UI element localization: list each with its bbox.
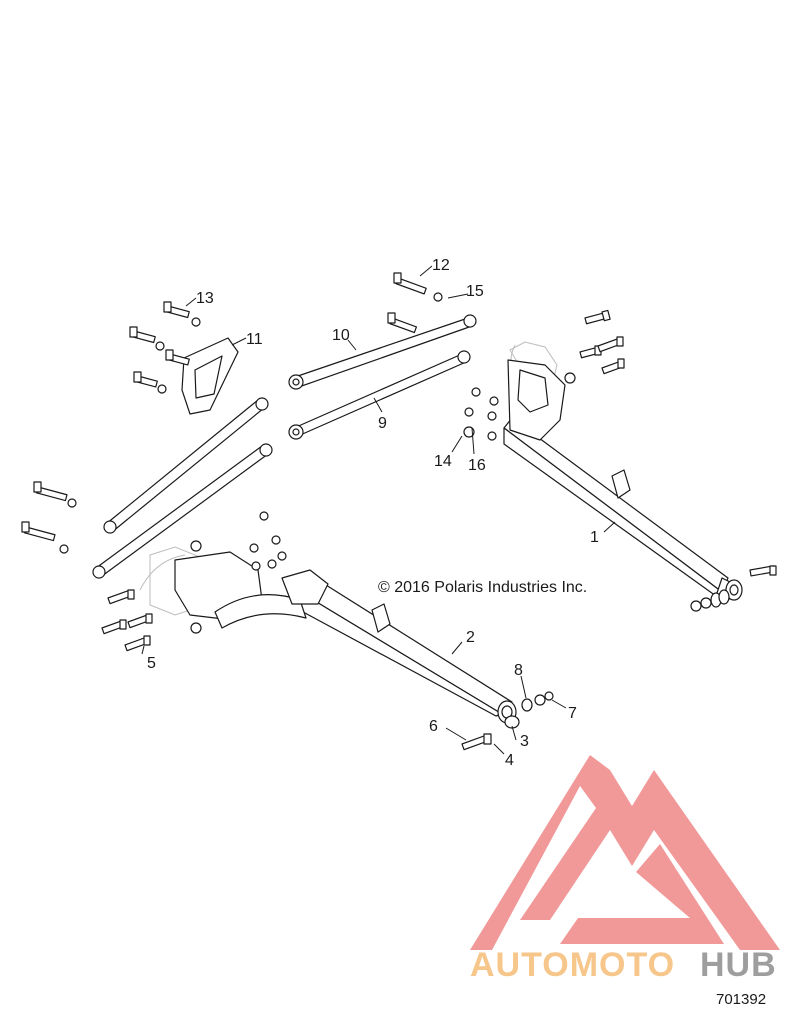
callout-11: 11 [246, 331, 263, 348]
callout-2: 2 [466, 629, 475, 646]
trailing-arm-left [139, 546, 517, 724]
callout-13: 13 [196, 290, 214, 307]
callout-4: 4 [505, 752, 514, 769]
callout-labels: 1 2 3 4 5 6 7 8 9 10 11 12 13 14 15 16 [147, 257, 599, 769]
callout-16: 16 [468, 457, 486, 474]
watermark-text-automoto: AUTOMOTO [470, 946, 675, 984]
radius-rod-upper-left [103, 397, 269, 534]
callout-3: 3 [520, 733, 529, 750]
callout-15: 15 [466, 283, 484, 300]
callout-5: 5 [147, 655, 156, 672]
callout-10: 10 [332, 327, 350, 344]
callout-14: 14 [434, 453, 452, 470]
callout-7: 7 [568, 705, 577, 722]
mounting-bracket [181, 337, 239, 415]
figure-number: 701392 [716, 991, 766, 1008]
callout-12: 12 [432, 257, 450, 274]
callout-8: 8 [514, 662, 523, 679]
callout-9: 9 [378, 415, 387, 432]
radius-rod-lower-left [92, 443, 273, 579]
callout-6: 6 [429, 718, 438, 735]
copyright-notice: © 2016 Polaris Industries Inc. [378, 579, 587, 596]
trailing-arm-right [503, 341, 743, 601]
watermark-text-hub: HUB [700, 946, 777, 984]
hardware-arm-1 [463, 309, 777, 612]
leader-lines [141, 265, 616, 755]
radius-rod-10 [288, 314, 477, 390]
radius-rod-9 [288, 350, 471, 440]
bracket-hardware [21, 272, 443, 554]
hardware-arm-2 [101, 511, 554, 751]
callout-1: 1 [590, 529, 599, 546]
triangle-m-logo-icon [470, 755, 780, 950]
